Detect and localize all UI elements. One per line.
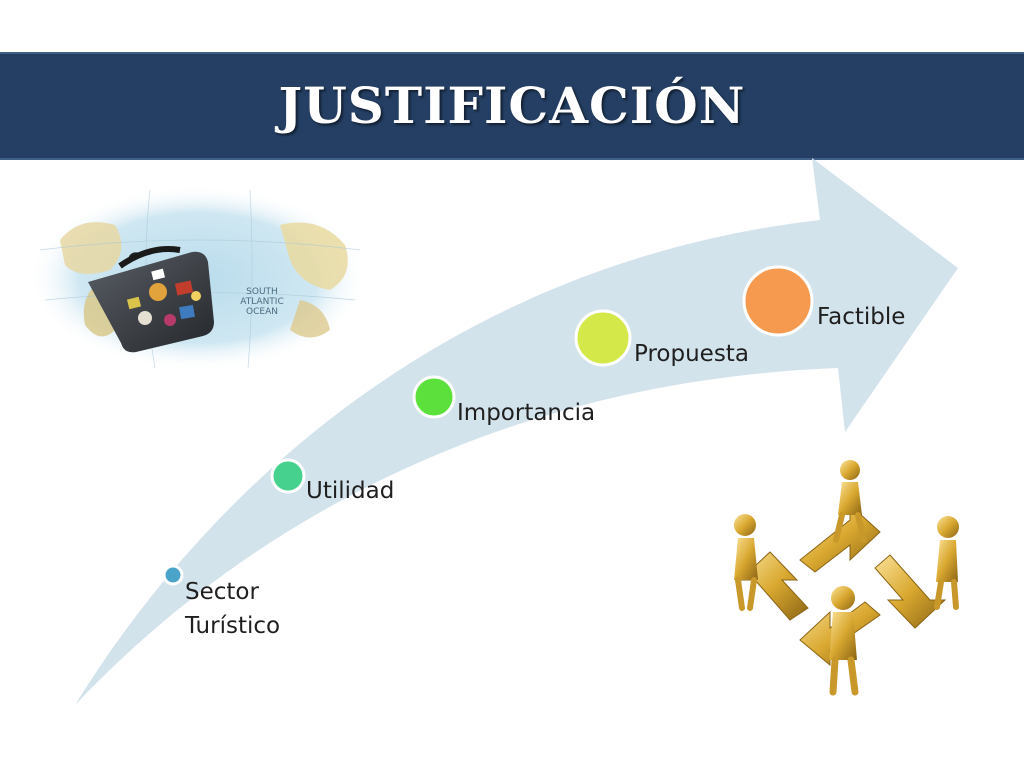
gold-figure: [734, 514, 758, 611]
slide-title: JUSTIFICACIÓN: [278, 76, 746, 135]
map-label-line: ATLANTIC: [240, 297, 284, 307]
step-dot-propuesta: [574, 309, 632, 367]
step-dot-utilidad: [270, 458, 306, 494]
step-dot-sector-turistico: [162, 564, 184, 586]
teamwork-figures-image: [734, 460, 959, 696]
gold-figure: [829, 586, 859, 696]
step-dot-importancia: [412, 375, 456, 419]
step-label-importancia: Importancia: [457, 400, 596, 426]
suitcase-icon: [88, 246, 214, 353]
step-label-utilidad: Utilidad: [306, 478, 395, 504]
step-label-factible: Factible: [817, 304, 906, 330]
travel-map-image: SOUTH ATLANTIC OCEAN: [28, 185, 368, 371]
gold-figure: [934, 516, 959, 610]
step-label-sector-turistico: Sector Turístico: [185, 579, 281, 639]
growth-arrow: [75, 158, 958, 705]
map-label-line: OCEAN: [246, 307, 278, 317]
gold-figure: [833, 460, 867, 543]
title-bar: JUSTIFICACIÓN: [0, 52, 1024, 160]
step-label-propuesta: Propuesta: [634, 341, 749, 367]
step-dot-factible: [742, 265, 814, 337]
map-label-line: SOUTH: [246, 287, 278, 297]
